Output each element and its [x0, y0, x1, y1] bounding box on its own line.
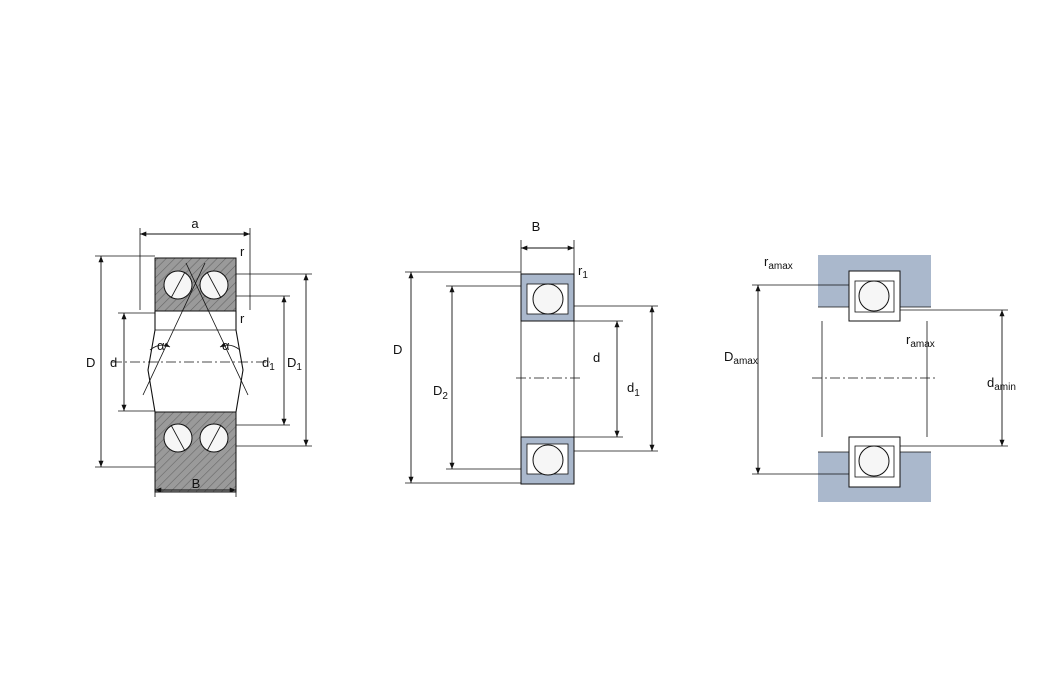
label-Da: Damax [724, 349, 758, 367]
abutment-drawing: ramax Damax ramax damin [724, 254, 1016, 502]
label-B-mid: B [532, 219, 541, 234]
label-B-left: B [192, 476, 201, 491]
label-a: a [191, 216, 199, 231]
ball-top-right [858, 280, 890, 312]
label-r1-mid: r1 [578, 263, 588, 281]
label-d-mid: d [593, 350, 600, 365]
label-D1-left: D1 [287, 355, 302, 373]
label-da: damin [987, 375, 1016, 393]
label-D2-mid: D2 [433, 383, 448, 402]
label-d1-left: d1 [262, 355, 275, 373]
ring-bottom-section [154, 411, 237, 493]
deep-groove-bearing-drawing: B r1 D D2 d d1 [393, 219, 658, 485]
label-alpha-right: α [222, 338, 230, 353]
label-alpha-left: α [157, 338, 165, 353]
label-D-left: D [86, 355, 95, 370]
ball-bottom [532, 444, 564, 476]
label-r-top: r [240, 244, 245, 259]
label-d-left: d [110, 355, 117, 370]
label-D-mid: D [393, 342, 402, 357]
label-d1-mid: d1 [627, 380, 640, 399]
label-ra-mid: ramax [906, 332, 935, 350]
ball-bottom-right [858, 445, 890, 477]
label-ra-top: ramax [764, 254, 793, 272]
ball-top [532, 283, 564, 315]
double-row-bearing-drawing: a r r D d d1 D1 α α B [86, 216, 312, 497]
label-r-mid: r [240, 311, 245, 326]
